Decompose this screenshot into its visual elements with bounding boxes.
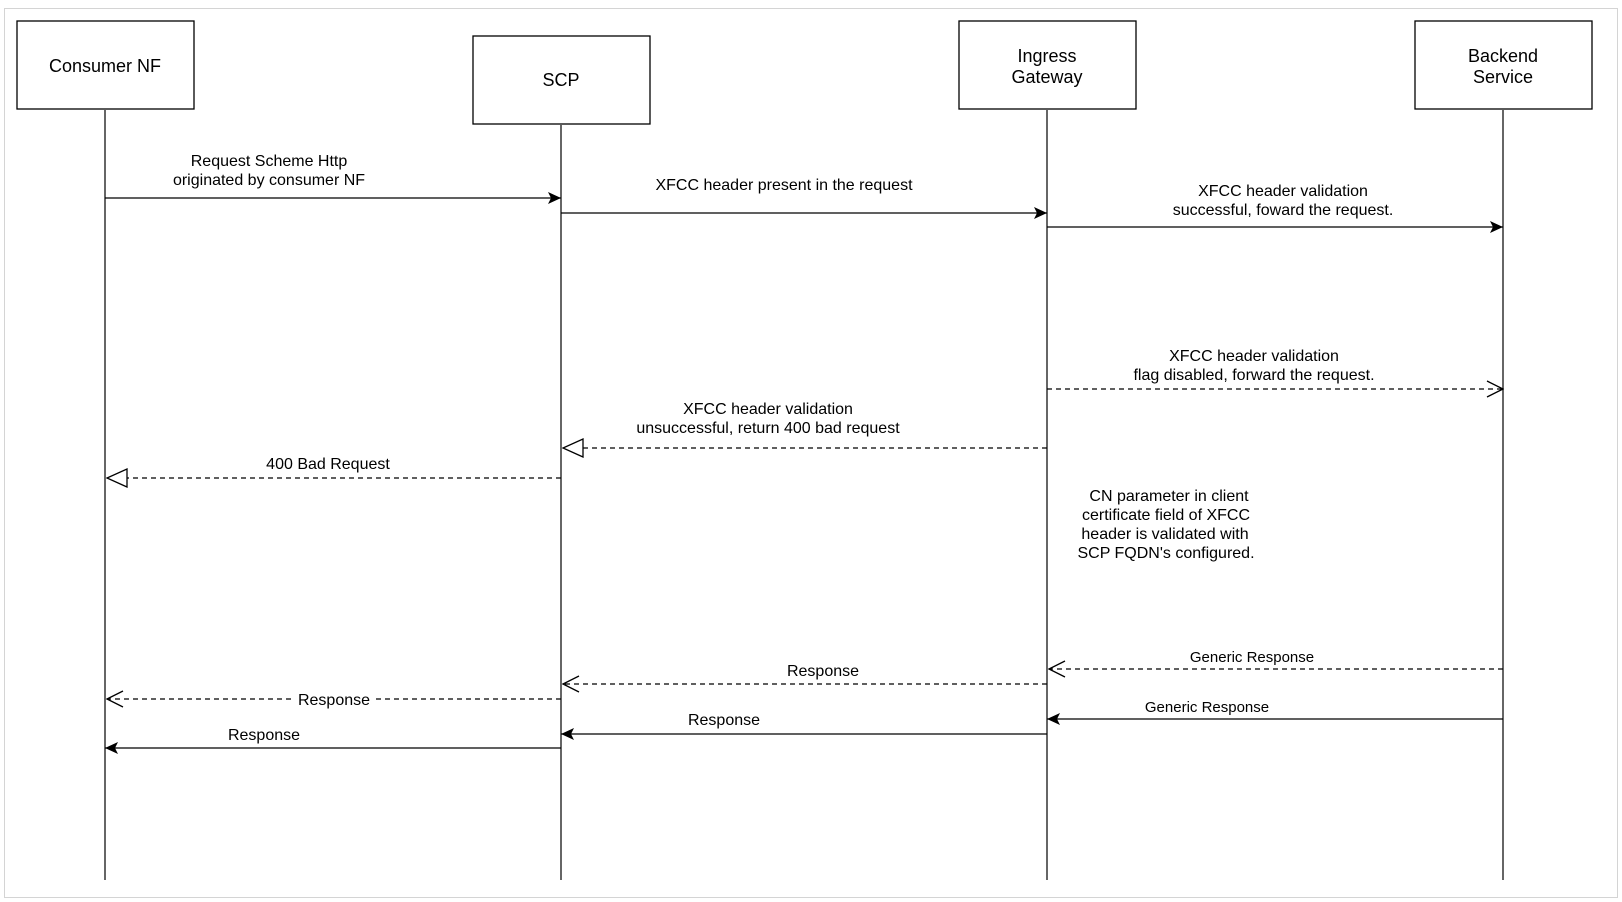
svg-text:400 Bad Request: 400 Bad Request [266,456,390,473]
message-response-scp-to-consumer-dashed: Response [107,690,561,709]
svg-text:header is validated with: header is validated with [1081,526,1248,543]
message-xfcc-present: XFCC header present in the request [561,177,1047,219]
message-400-bad-request: 400 Bad Request [107,456,561,478]
participant-backend: Backend Service [1414,20,1593,110]
svg-text:Response: Response [228,727,300,744]
message-validation-flag-disabled: XFCC header validation flag disabled, fo… [1047,348,1503,389]
svg-text:unsuccessful, return 400 bad r: unsuccessful, return 400 bad request [636,420,900,437]
svg-text:Request Scheme Http: Request Scheme Http [191,153,348,170]
svg-text:SCP: SCP [542,70,579,90]
participant-ingress: Ingress Gateway [958,20,1137,110]
svg-text:SCP FQDN's configured.: SCP FQDN's configured. [1077,545,1254,562]
message-response-scp-to-consumer-solid: Response [105,727,561,754]
svg-text:Backend: Backend [1468,46,1538,66]
message-validation-unsuccessful: XFCC header validation unsuccessful, ret… [563,401,1047,448]
svg-text:Response: Response [298,692,370,709]
message-response-ingress-to-scp-solid: Response [561,712,1047,740]
participant-consumer: Consumer NF [16,20,195,110]
message-request-consumer-to-scp: Request Scheme Http originated by consum… [105,153,561,204]
participant-scp: SCP [472,35,651,125]
svg-text:Ingress: Ingress [1017,46,1076,66]
svg-text:CN parameter in client: CN parameter in client [1089,488,1249,505]
svg-text:Gateway: Gateway [1011,67,1082,87]
note-cn-validation: CN parameter in client certificate field… [1077,488,1254,562]
svg-text:Response: Response [688,712,760,729]
svg-text:Generic Response: Generic Response [1190,649,1314,666]
svg-text:XFCC header validation: XFCC header validation [1169,348,1339,365]
svg-text:originated by consumer NF: originated by consumer NF [173,172,365,189]
message-response-ingress-to-scp-dashed: Response [563,663,1047,684]
svg-text:Generic Response: Generic Response [1145,699,1269,716]
message-generic-response-dashed: Generic Response [1049,649,1503,669]
svg-text:XFCC header validation: XFCC header validation [683,401,853,418]
svg-text:certificate field of XFCC: certificate field of XFCC [1082,507,1250,524]
svg-text:flag disabled, forward the req: flag disabled, forward the request. [1133,367,1374,384]
diagram-frame [4,8,1618,898]
message-generic-response-solid: Generic Response [1047,699,1503,725]
svg-text:successful, foward the request: successful, foward the request. [1173,202,1394,219]
message-validation-success: XFCC header validation successful, fowar… [1047,183,1503,233]
svg-text:Response: Response [787,663,859,680]
svg-text:Service: Service [1473,67,1533,87]
svg-text:XFCC header present in the req: XFCC header present in the request [655,177,913,194]
svg-text:Consumer NF: Consumer NF [49,56,161,76]
svg-text:XFCC header validation: XFCC header validation [1198,183,1368,200]
